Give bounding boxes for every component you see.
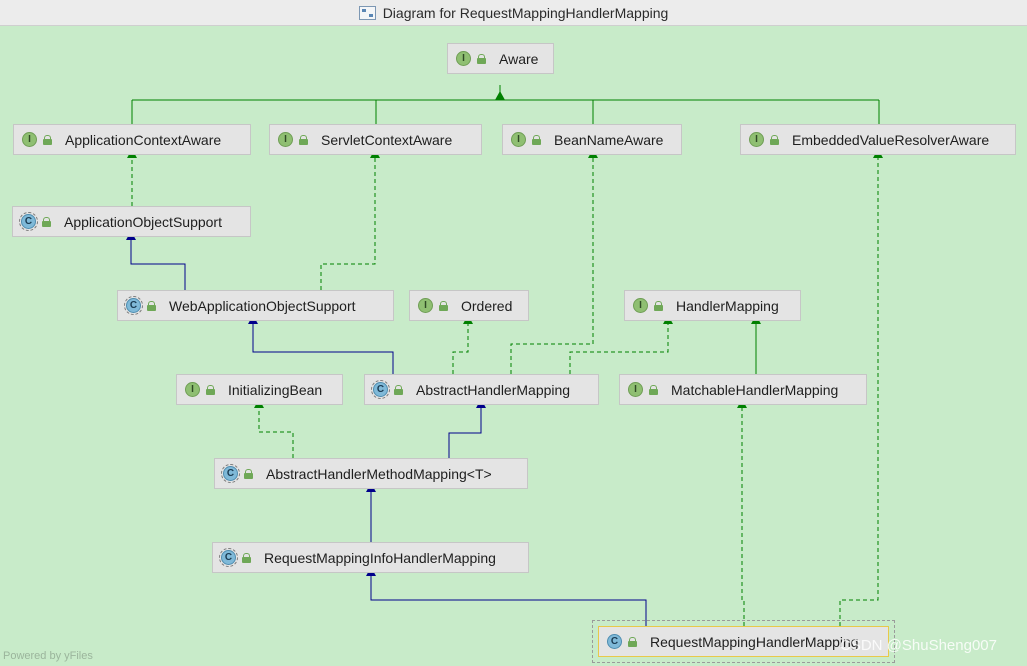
public-lock-icon [770,135,779,145]
interface-icon: I [749,132,764,147]
node-initializing-bean[interactable]: I InitializingBean [176,374,343,405]
interface-icon: I [418,298,433,313]
public-lock-icon [147,301,156,311]
abstract-class-icon: C [219,548,238,567]
interface-icon: I [22,132,37,147]
node-request-mapping-info-handler-mapping[interactable]: C RequestMappingInfoHandlerMapping [212,542,529,573]
node-handler-mapping[interactable]: I HandlerMapping [624,290,801,321]
public-lock-icon [654,301,663,311]
node-label: MatchableHandlerMapping [671,381,839,398]
public-lock-icon [42,217,51,227]
node-web-application-object-support[interactable]: C WebApplicationObjectSupport [117,290,394,321]
node-request-mapping-handler-mapping[interactable]: C RequestMappingHandlerMapping [592,620,895,663]
node-matchable-handler-mapping[interactable]: I MatchableHandlerMapping [619,374,867,405]
window-title: Diagram for RequestMappingHandlerMapping [382,4,669,21]
node-label: EmbeddedValueResolverAware [792,131,990,148]
node-label: ApplicationObjectSupport [64,213,222,230]
public-lock-icon [43,135,52,145]
node-abstract-handler-mapping[interactable]: C AbstractHandlerMapping [364,374,599,405]
public-lock-icon [439,301,448,311]
aware-inheritance-edges [131,85,880,124]
node-label: ApplicationContextAware [65,131,222,148]
interface-icon: I [633,298,648,313]
public-lock-icon [532,135,541,145]
public-lock-icon [649,385,658,395]
public-lock-icon [244,469,253,479]
abstract-class-icon: C [19,212,38,231]
node-application-object-support[interactable]: C ApplicationObjectSupport [12,206,251,237]
node-embedded-value-resolver-aware[interactable]: I EmbeddedValueResolverAware [740,124,1016,155]
node-ordered[interactable]: I Ordered [409,290,529,321]
node-label: InitializingBean [228,381,323,398]
node-label: HandlerMapping [676,297,779,314]
node-label: RequestMappingHandlerMapping [650,633,859,650]
implements-edges [127,149,883,626]
class-icon: C [607,634,622,649]
abstract-class-icon: C [221,464,240,483]
public-lock-icon [299,135,308,145]
class-extends-edges [126,231,647,626]
watermark: CSDN @ShuSheng007 [840,637,997,654]
node-label: AbstractHandlerMethodMapping<T> [266,465,492,482]
node-label: Aware [499,50,539,67]
public-lock-icon [206,385,215,395]
interface-icon: I [278,132,293,147]
node-application-context-aware[interactable]: I ApplicationContextAware [13,124,251,155]
node-label: WebApplicationObjectSupport [169,297,356,314]
node-aware[interactable]: I Aware [447,43,554,74]
node-label: AbstractHandlerMapping [416,381,571,398]
node-servlet-context-aware[interactable]: I ServletContextAware [269,124,482,155]
public-lock-icon [242,553,251,563]
abstract-class-icon: C [371,380,390,399]
public-lock-icon [628,637,637,647]
abstract-class-icon: C [124,296,143,315]
powered-by-footer: Powered by yFiles [3,650,93,662]
interface-icon: I [456,51,471,66]
interface-icon: I [628,382,643,397]
interface-icon: I [511,132,526,147]
node-abstract-handler-method-mapping[interactable]: C AbstractHandlerMethodMapping<T> [214,458,528,489]
public-lock-icon [394,385,403,395]
diagram-icon [358,5,376,20]
interface-icon: I [185,382,200,397]
node-label: BeanNameAware [554,131,664,148]
node-label: ServletContextAware [321,131,453,148]
node-label: RequestMappingInfoHandlerMapping [264,549,496,566]
node-bean-name-aware[interactable]: I BeanNameAware [502,124,682,155]
window-titlebar: Diagram for RequestMappingHandlerMapping [0,0,1027,26]
public-lock-icon [477,54,486,64]
node-label: Ordered [461,297,513,314]
